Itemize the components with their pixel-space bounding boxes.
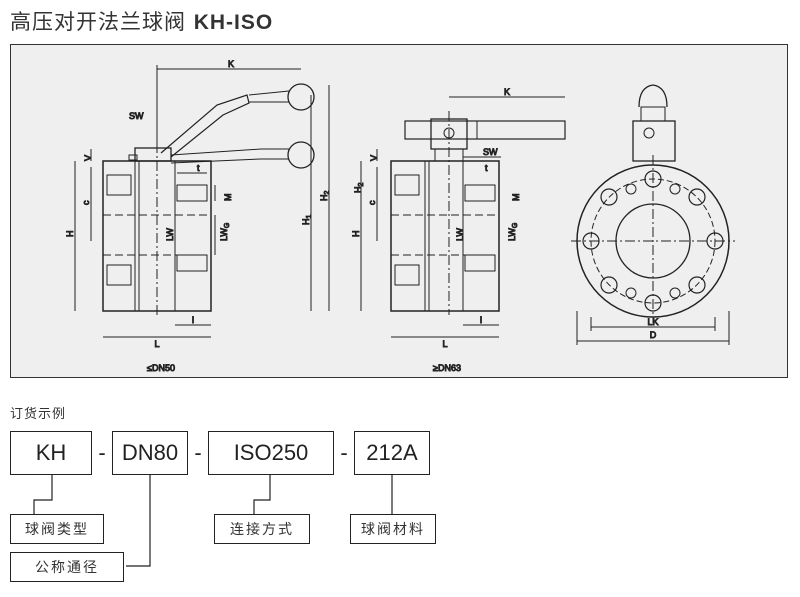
dim-SW-large: SW (483, 147, 498, 157)
separator-3: - (340, 440, 348, 465)
large-valve-front-view (360, 96, 566, 338)
dim-M-large: M (511, 194, 521, 202)
dim-H-large: H (351, 231, 361, 238)
dim-t-large: t (485, 163, 488, 173)
flange-thread-holes (625, 183, 681, 299)
dim-K-small: K (228, 59, 234, 69)
caption-small: ≤DN50 (147, 363, 175, 373)
title-chinese: 高压对开法兰球阀 (10, 10, 186, 34)
dim-H-small: H (65, 231, 75, 238)
dim-D: D (650, 330, 657, 340)
dim-I-small: I (192, 315, 195, 325)
order-example-title: 订货示例 (10, 407, 67, 422)
dim-L-large: L (442, 339, 447, 349)
small-valve-front-view (74, 65, 330, 338)
code-box-material: 212A (354, 431, 430, 475)
page-title: 高压对开法兰球阀 KH-ISO (10, 6, 273, 36)
flange-bolt-holes (582, 170, 724, 312)
code-box-connection: ISO250 (208, 431, 334, 475)
label-connection-method: 连接方式 (214, 514, 310, 544)
dim-V-large: V (369, 155, 379, 161)
dim-V-small: V (83, 155, 93, 161)
valve-flange-side-view (571, 84, 735, 345)
dim-I-large: I (480, 315, 483, 325)
dim-H2-large: H2 (353, 183, 365, 194)
dim-t-small: t (197, 163, 200, 173)
separator-1: - (98, 440, 106, 465)
dim-LK: LK (647, 317, 658, 327)
dim-LW-large: LW (455, 228, 465, 241)
dim-H2-small: H2 (319, 191, 331, 202)
drawing-svg: K SW V c H t M LW LWG H1 H2 I L ≤DN50 (65, 59, 735, 374)
dim-LWG-large: LWG (507, 223, 519, 241)
caption-large: ≥DN63 (433, 363, 461, 373)
separator-2: - (194, 440, 202, 465)
dim-LWG-small: LWG (219, 223, 231, 241)
code-box-type: KH (10, 431, 92, 475)
dim-M-small: M (223, 194, 233, 202)
dim-H1-small: H1 (301, 215, 313, 226)
dim-K-large: K (504, 87, 510, 97)
code-box-nominal: DN80 (112, 431, 188, 475)
label-valve-type: 球阀类型 (10, 514, 104, 544)
label-nominal-diameter: 公称通径 (10, 552, 124, 582)
label-valve-material: 球阀材料 (350, 514, 436, 544)
dim-LW-small: LW (165, 228, 175, 241)
dim-c-large: c (367, 200, 377, 205)
technical-drawing-panel: K SW V c H t M LW LWG H1 H2 I L ≤DN50 (10, 44, 788, 378)
title-model: KH-ISO (193, 11, 274, 34)
dim-L-small: L (154, 339, 159, 349)
dim-SW-small: SW (129, 111, 144, 121)
dim-c-small: c (81, 200, 91, 205)
